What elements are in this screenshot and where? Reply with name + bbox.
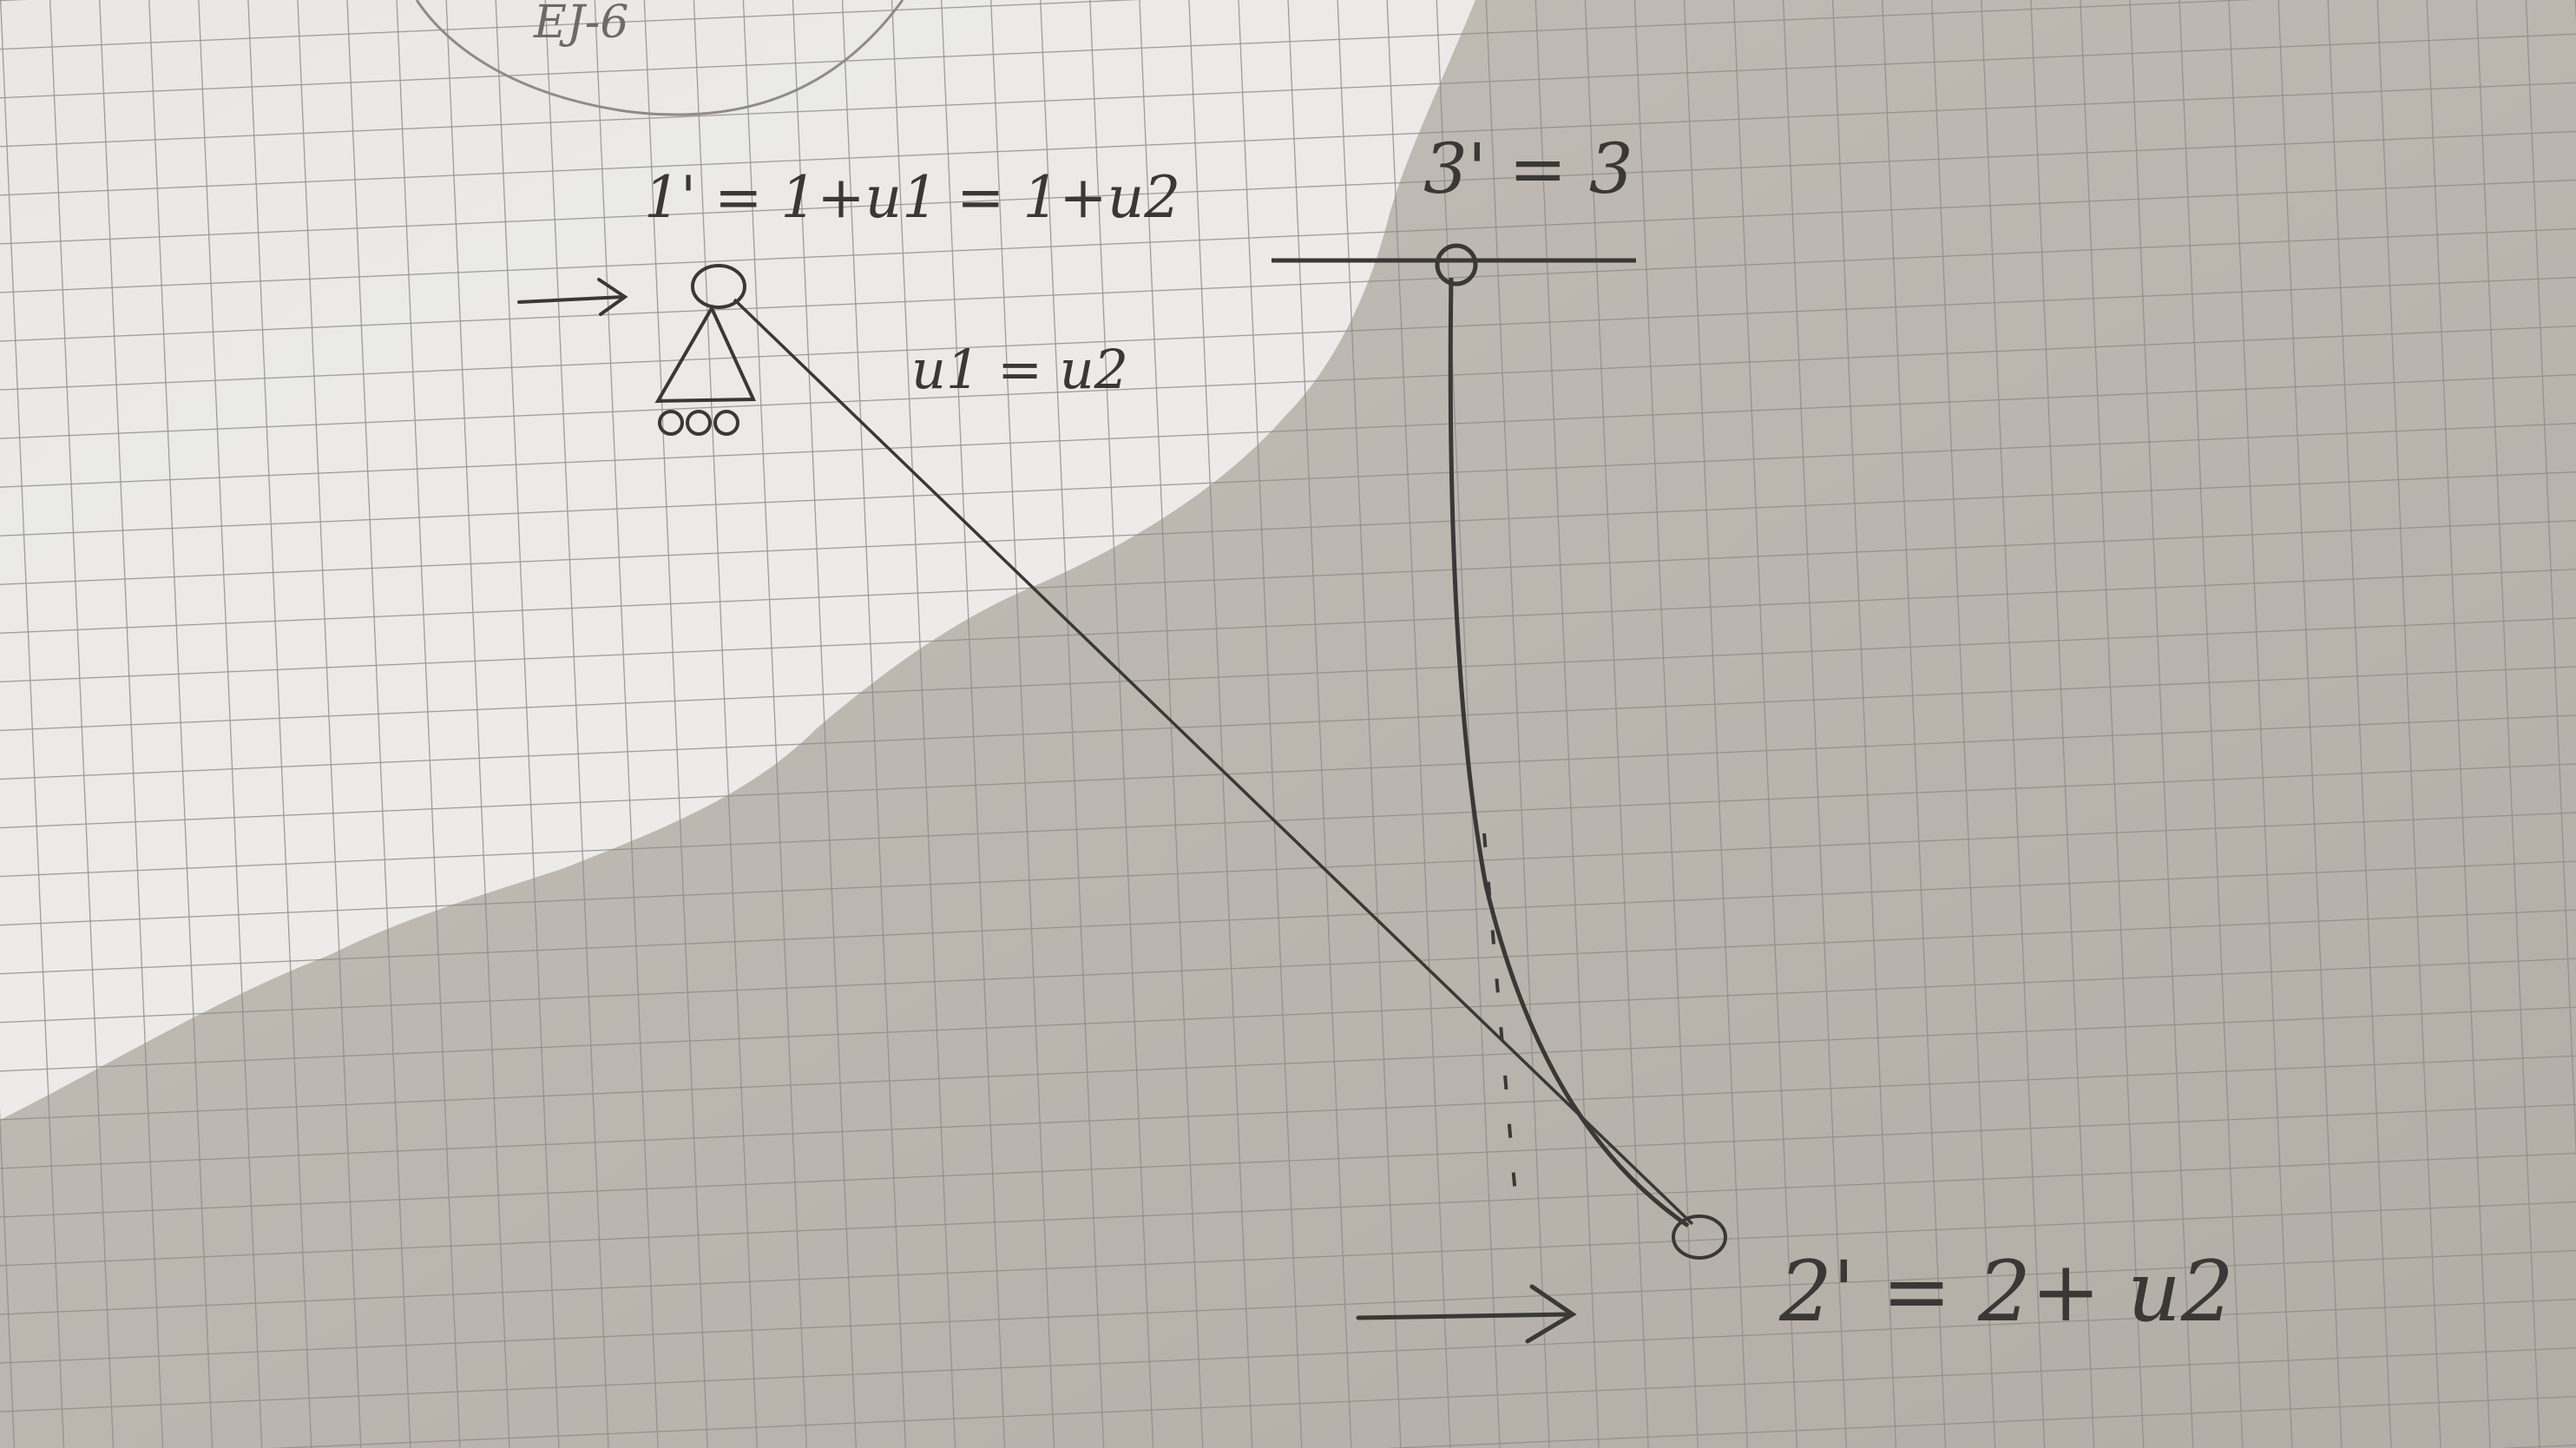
node-2-joint — [1672, 1214, 1727, 1260]
node-1-label: 1' = 1+u1 = 1+u2 — [644, 164, 1181, 231]
node-3-fixed-support — [1272, 243, 1636, 286]
node-1-roller-support — [654, 264, 757, 436]
node-2-label: 2' = 2+ u2 — [1779, 1243, 2234, 1340]
header-fragment-label: EJ-6 — [534, 0, 629, 49]
faint-circle-arc — [415, 0, 904, 116]
diagonal-member — [733, 298, 1694, 1226]
deflected-vertical-member — [1448, 277, 1690, 1228]
left-load-arrow — [517, 278, 628, 316]
node-3-label: 3' = 3 — [1423, 128, 1633, 209]
lower-load-arrow — [1356, 1284, 1577, 1344]
displacement-equality-label: u1 = u2 — [911, 338, 1129, 401]
